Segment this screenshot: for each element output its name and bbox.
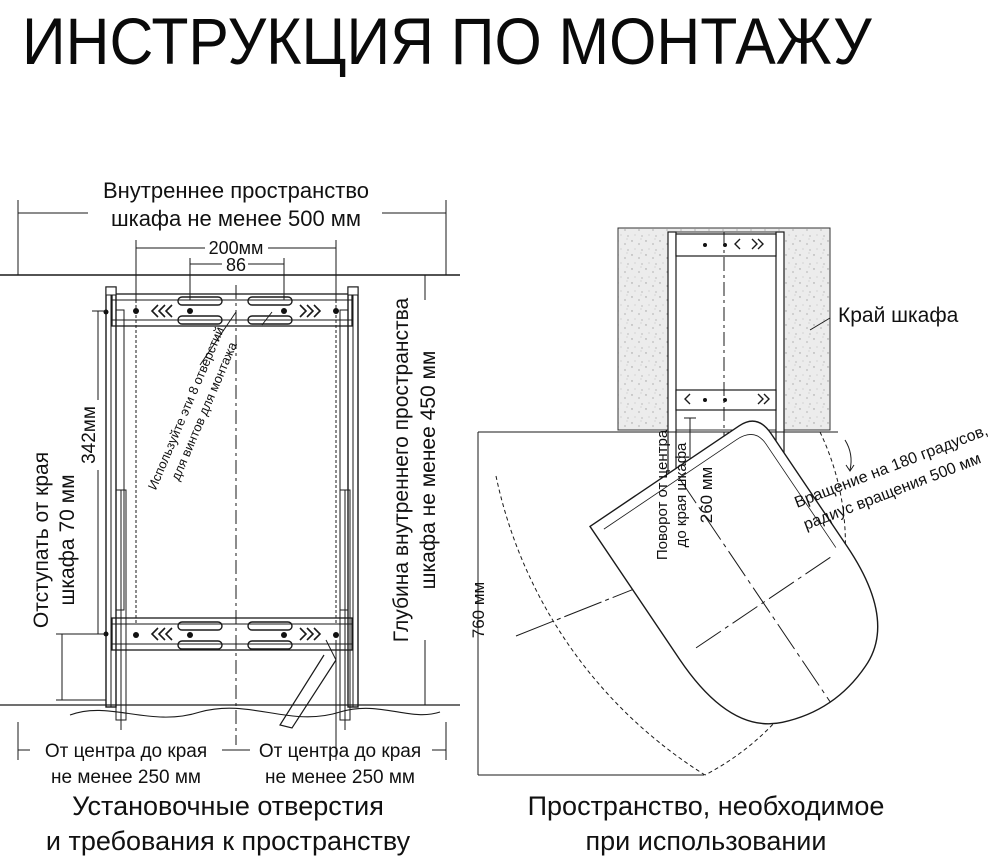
dim-760-label: 760 мм bbox=[469, 582, 488, 638]
left-diagram bbox=[0, 200, 460, 760]
inner-space-line1: Внутреннее пространство bbox=[103, 178, 369, 203]
inner-space-line2: шкафа не менее 500 мм bbox=[111, 206, 361, 231]
center-left-line2: не менее 250 мм bbox=[51, 767, 201, 788]
center-right-line1: От центра до края bbox=[259, 741, 421, 762]
center-right-line2: не менее 250 мм bbox=[265, 767, 415, 788]
pivot-line3: 260 мм bbox=[697, 467, 716, 523]
center-left-line1: От центра до края bbox=[45, 741, 207, 762]
dim-342-label: 342мм bbox=[79, 406, 100, 464]
dim-86-label: 86 bbox=[226, 255, 246, 275]
cabinet-edge-label: Край шкафа bbox=[838, 304, 959, 327]
pivot-line1: Поворот от центра bbox=[654, 429, 671, 560]
indent-line1: Отступать от края bbox=[30, 452, 53, 628]
right-caption-line2: при использовании bbox=[586, 826, 827, 856]
depth-line1: Глубина внутреннего пространства bbox=[390, 297, 413, 642]
indent-line2: шкафа 70 мм bbox=[56, 474, 79, 605]
left-caption-line1: Установочные отверстия bbox=[72, 791, 384, 821]
left-caption-line2: и требования к пространству bbox=[46, 826, 411, 856]
depth-line2: шкафа не менее 450 мм bbox=[417, 351, 440, 590]
right-diagram bbox=[477, 227, 879, 776]
page-title: ИНСТРУКЦИЯ ПО МОНТАЖУ bbox=[22, 4, 872, 78]
dim-200-label: 200мм bbox=[209, 238, 264, 258]
right-caption-line1: Пространство, необходимое bbox=[528, 791, 885, 821]
pivot-line2: до края шкафа bbox=[673, 442, 690, 547]
